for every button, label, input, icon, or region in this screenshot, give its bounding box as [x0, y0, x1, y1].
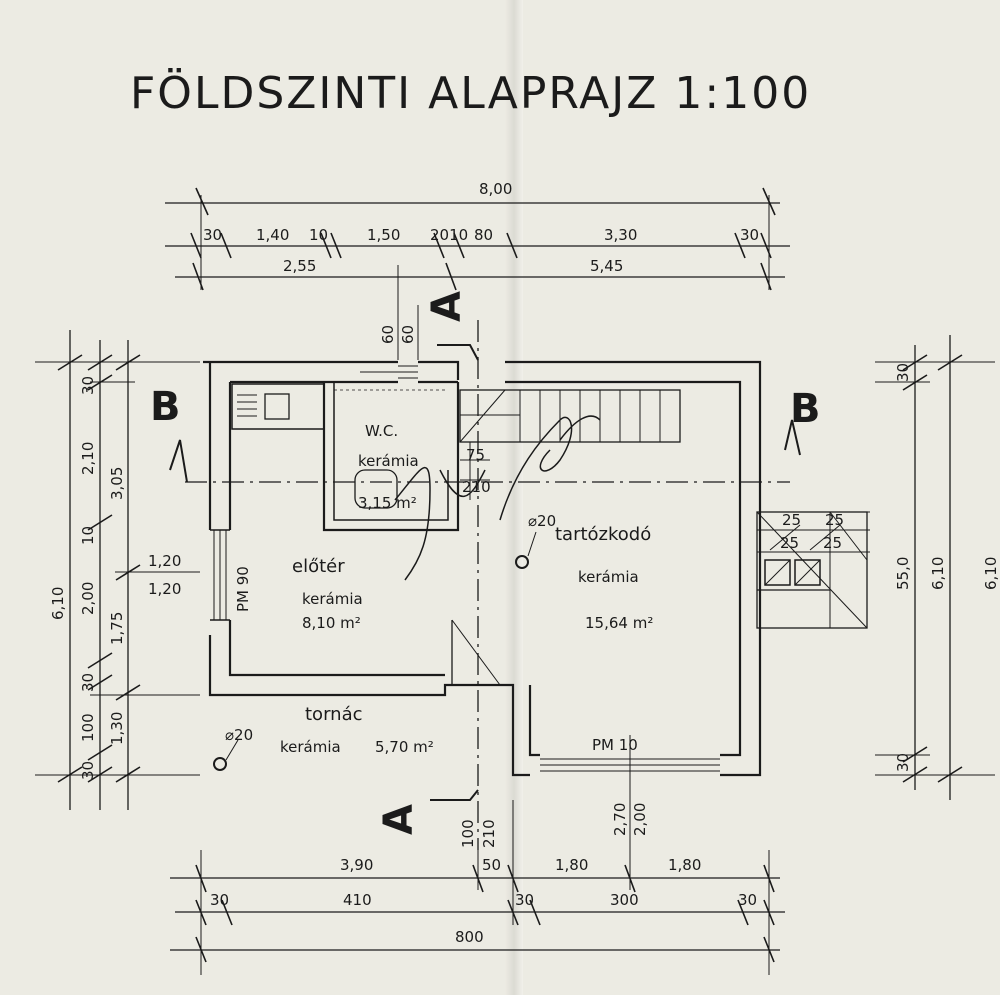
paper-fold-shading	[505, 0, 523, 995]
top-dimension-lines	[165, 187, 790, 360]
val-75: 75	[466, 446, 485, 464]
right-dimension-lines	[757, 335, 995, 800]
dim-bottom-180a: 1,80	[555, 856, 588, 874]
dim-bottom-total: 800	[455, 928, 484, 946]
phi20-label-a: ⌀20	[528, 512, 556, 530]
tornac-floor-area: kerámia	[280, 738, 341, 756]
dim-left-120b: 1,20	[148, 580, 181, 598]
section-b-left: B	[150, 384, 181, 430]
dim-left-30b: 30	[79, 673, 97, 692]
dim-top-80: 80	[474, 226, 493, 244]
bottom-dimension-lines	[170, 800, 785, 975]
dim-right-25d: 25	[823, 534, 842, 552]
dim-bottom-200: 2,00	[631, 803, 649, 836]
dim-left-total: 6,10	[49, 587, 67, 620]
dim-right-30a: 30	[894, 363, 912, 382]
dim-bottom-50: 50	[482, 856, 501, 874]
dim-right-25a: 25	[782, 511, 801, 529]
dim-top-545: 5,45	[590, 257, 623, 275]
dim-bottom-390: 3,90	[340, 856, 373, 874]
dim-left-175: 1,75	[108, 612, 126, 645]
tornac-name: tornác	[305, 704, 363, 725]
dim-top-60b: 60	[399, 325, 417, 344]
dim-bottom-410: 410	[343, 891, 372, 909]
dim-left-210: 2,10	[79, 442, 97, 475]
dim-top-2010: 2010	[430, 226, 468, 244]
dim-left-10: 10	[79, 526, 97, 545]
dim-left-30a: 30	[79, 376, 97, 395]
dim-left-30c: 30	[79, 761, 97, 780]
pm90-label: PM 90	[234, 566, 252, 612]
section-lines	[169, 320, 801, 850]
dim-left-200: 2,00	[79, 582, 97, 615]
dim-top-30a: 30	[203, 226, 222, 244]
chimney	[756, 511, 868, 629]
dim-bottom-30a: 30	[210, 891, 229, 909]
dim-left-120a: 1,20	[148, 552, 181, 570]
dim-right-30b: 30	[894, 753, 912, 772]
dim-bottom-30c: 30	[738, 891, 757, 909]
dim-bottom-180b: 1,80	[668, 856, 701, 874]
wc-area: 3,15 m²	[358, 494, 417, 512]
dim-bottom-300: 300	[610, 891, 639, 909]
dim-left-100: 100	[79, 713, 97, 742]
dim-top-150: 1,50	[367, 226, 400, 244]
dim-left-305: 3,05	[108, 467, 126, 500]
eloter-name: előtér	[292, 556, 345, 577]
dim-top-30b: 30	[740, 226, 759, 244]
dim-right-25b: 25	[825, 511, 844, 529]
phi20-label-b: ⌀20	[225, 726, 253, 744]
pm10-label: PM 10	[592, 736, 638, 754]
dim-top-255: 2,55	[283, 257, 316, 275]
dim-bottom-100: 100	[459, 819, 477, 848]
dim-top-10: 10	[309, 226, 328, 244]
tartozkodo-floor: kerámia	[578, 568, 639, 586]
dim-top-total: 8,00	[479, 180, 512, 198]
wc-floor: kerámia	[358, 452, 419, 470]
dim-right-610b: 6,10	[982, 557, 1000, 590]
dim-right-550: 55,0	[894, 557, 912, 590]
dim-top-60a: 60	[379, 325, 397, 344]
dim-bottom-210: 210	[480, 819, 498, 848]
val-210: 210	[462, 478, 491, 496]
dim-top-330: 3,30	[604, 226, 637, 244]
dim-right-25c: 25	[780, 534, 799, 552]
eloter-floor: kerámia	[302, 590, 363, 608]
dim-bottom-270: 2,70	[611, 803, 629, 836]
eloter-area: 8,10 m²	[302, 614, 361, 632]
left-dimension-lines	[35, 330, 200, 810]
signature-scribble	[394, 415, 601, 581]
staircase	[459, 389, 681, 500]
section-a-bottom: A	[376, 804, 422, 835]
section-a-top: A	[424, 291, 470, 322]
wc-name: W.C.	[365, 422, 398, 440]
plan-title: FÖLDSZINTI ALAPRAJZ 1:100	[130, 67, 811, 119]
tartozkodo-area: 15,64 m²	[585, 614, 653, 632]
dim-bottom-30b: 30	[515, 891, 534, 909]
building-walls	[203, 360, 868, 800]
tornac-area: 5,70 m²	[375, 738, 434, 756]
tartozkodo-name: tartózkodó	[555, 524, 651, 545]
section-b-right: B	[790, 386, 821, 432]
dim-left-130: 1,30	[108, 712, 126, 745]
dim-right-610: 6,10	[929, 557, 947, 590]
dim-top-140: 1,40	[256, 226, 289, 244]
